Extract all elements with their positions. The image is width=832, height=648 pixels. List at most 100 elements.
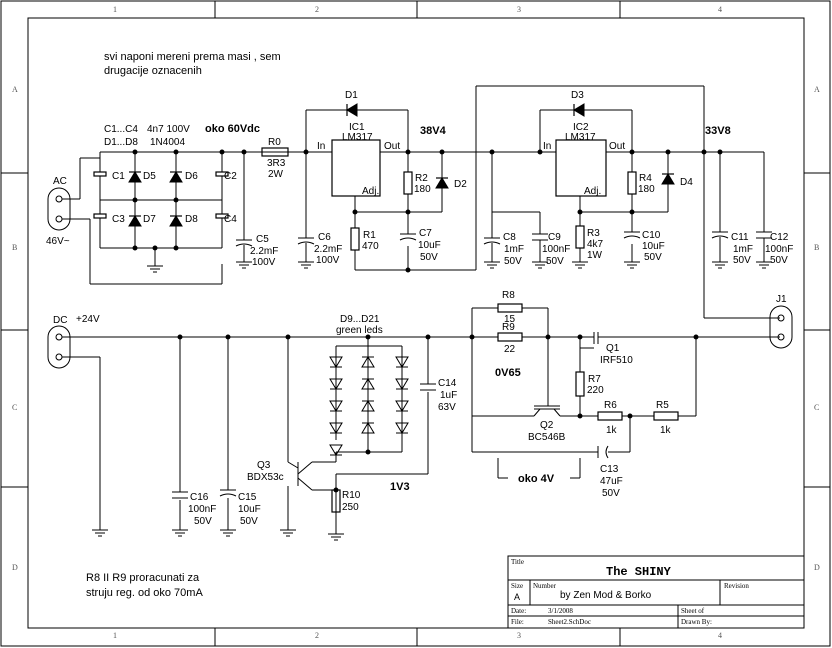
leds-1v3: 1V3 (390, 481, 410, 493)
d8-label: D8 (185, 214, 198, 225)
row-label-a: A (12, 85, 18, 94)
ac-label: AC (53, 176, 67, 187)
r8-label: R8 (502, 290, 515, 301)
r0-power: 2W (268, 169, 284, 180)
c14-label: C14 (438, 378, 457, 389)
stage1-nodes (303, 149, 495, 273)
ground-symbols-bottom (92, 529, 344, 541)
c9-value: 100nF (542, 244, 570, 255)
ic1-type: LM317 (342, 132, 373, 143)
q3-label: Q3 (257, 460, 271, 471)
c9-label: C9 (548, 232, 561, 243)
d6-label: D6 (185, 171, 198, 182)
r6-label: R6 (604, 400, 617, 411)
bridge-nodes (132, 149, 247, 251)
r8r9-note-line-2: struju reg. od oko 70mA (86, 587, 203, 599)
row-label-c-right: C (814, 403, 819, 412)
c8-voltage: 50V (504, 256, 522, 267)
led-array (329, 356, 409, 456)
stage1-voltage: 38V4 (420, 125, 447, 137)
r9-value: 22 (504, 344, 516, 355)
row-label-d-right: D (814, 563, 820, 572)
title-block-frame (507, 555, 805, 629)
r3-power: 1W (587, 250, 603, 261)
title-value: The SHINY (606, 565, 672, 579)
bridge-diodes-value: 1N4004 (150, 137, 185, 148)
c10-capacitor (623, 231, 641, 269)
c7-capacitor (399, 233, 417, 241)
d3-label: D3 (571, 90, 584, 101)
q1-type: IRF510 (600, 355, 633, 366)
col-label-4-bottom: 4 (718, 631, 722, 640)
c15-label: C15 (238, 492, 257, 503)
date-value: 3/1/2008 (548, 607, 573, 615)
q2-transistor (533, 405, 561, 417)
q3-type: BDX53c (247, 472, 284, 483)
c16-label: C16 (190, 492, 209, 503)
c13-voltage: 50V (602, 488, 620, 499)
regulator-0v65: 0V65 (495, 367, 521, 379)
c7-value: 10uF (418, 240, 441, 251)
drawn-by-label: Drawn By: (681, 618, 712, 626)
c8-capacitor (483, 237, 501, 269)
ac-connector (47, 187, 71, 231)
dc-voltage: +24V (76, 314, 100, 325)
c6-label: C6 (318, 232, 331, 243)
c3-label: C3 (112, 214, 125, 225)
j1-connector (769, 305, 793, 349)
c14-value: 1uF (440, 390, 457, 401)
q2-label: Q2 (540, 420, 554, 431)
c9-capacitor (532, 233, 548, 269)
dc-connector (47, 325, 71, 369)
stage2-nodes (537, 149, 723, 215)
j1-label: J1 (776, 294, 787, 305)
c16-value: 100nF (188, 504, 216, 515)
c16-voltage: 50V (194, 516, 212, 527)
bridge-voltage: oko 60Vdc (205, 123, 260, 135)
r4-resistor (627, 171, 637, 195)
r1-resistor (350, 227, 360, 251)
r4-label: R4 (639, 173, 652, 184)
r10-value: 250 (342, 502, 359, 513)
ic2-label: IC2 (573, 122, 589, 133)
c1-label: C1 (112, 171, 125, 182)
stage2-wiring (491, 109, 780, 319)
c6-value: 2.2mF (314, 244, 342, 255)
c10-label: C10 (642, 230, 661, 241)
c14-voltage: 63V (438, 402, 456, 413)
c11-capacitor (711, 231, 729, 269)
ic2-type: LM317 (565, 132, 596, 143)
c6-voltage: 100V (316, 255, 340, 266)
file-label: File: (511, 618, 524, 626)
sheet-label: Sheet of (681, 607, 705, 615)
d1-diode (346, 103, 358, 117)
col-label-1: 1 (113, 5, 117, 14)
number-value: by Zen Mod & Borko (560, 590, 652, 601)
row-label-b-right: B (814, 243, 819, 252)
leds-label: D9...D21 (340, 314, 380, 325)
c5-label: C5 (256, 234, 269, 245)
r2-resistor (403, 171, 413, 195)
c12-capacitor (756, 231, 772, 269)
r10-label: R10 (342, 490, 361, 501)
col-label-3: 3 (517, 5, 521, 14)
led-section-wiring (62, 336, 472, 534)
inner-border (27, 17, 805, 629)
size-label: Size (511, 582, 523, 590)
bridge-caps-label: C1...C4 (104, 124, 138, 135)
r3-resistor (575, 225, 585, 249)
ground-symbol-bridge (147, 265, 163, 273)
r2-value: 180 (414, 184, 431, 195)
row-label-a-right: A (814, 85, 820, 94)
ic1-pin-in: In (317, 141, 325, 152)
c7-label: C7 (419, 228, 432, 239)
ic1-pin-out: Out (384, 141, 400, 152)
d5-label: D5 (143, 171, 156, 182)
r5-label: R5 (656, 400, 669, 411)
c10-voltage: 50V (644, 252, 662, 263)
c15-value: 10uF (238, 504, 261, 515)
bridge-diodes (128, 171, 183, 227)
c11-label: C11 (731, 232, 749, 243)
